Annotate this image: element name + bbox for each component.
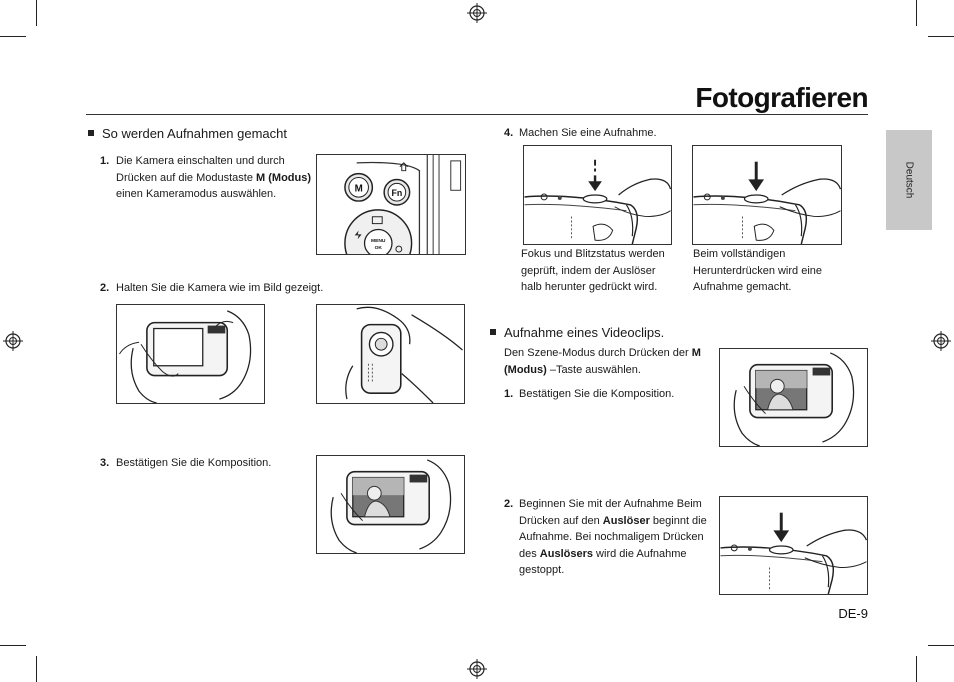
section-heading-video: Aufnahme eines Videoclips. <box>490 325 664 340</box>
video-step-1: 1. Bestätigen Sie die Komposition. <box>504 388 675 400</box>
crop-mark <box>916 656 917 682</box>
video-composition-drawing <box>733 352 855 446</box>
shutter-half-press-drawing <box>524 159 671 244</box>
video-shutter-press-drawing <box>720 512 867 594</box>
bullet-square-icon <box>88 130 94 136</box>
video-step-2: 2. Beginnen Sie mit der Aufnahme Beim Dr… <box>504 498 707 576</box>
crop-mark <box>0 36 26 37</box>
shutter-half-press-illustration <box>523 145 672 245</box>
hold-camera-vertical-illustration <box>316 304 465 404</box>
camera-buttons-illustration: M Fn MENU OK <box>316 154 466 255</box>
registration-mark-icon <box>3 331 23 351</box>
title-rule <box>86 114 868 115</box>
menu-button-label: MENU <box>371 238 386 244</box>
language-tab-label: Deutsch <box>903 161 915 199</box>
caption-half-press: Fokus und Blitzstatus werden geprüft, in… <box>521 248 665 293</box>
hold-camera-vertical-drawing <box>345 306 463 403</box>
crop-mark <box>36 0 37 26</box>
step-3: 3. Bestätigen Sie die Komposition. <box>100 457 272 469</box>
language-tab: Deutsch <box>886 130 932 230</box>
shutter-full-press-drawing <box>693 161 841 244</box>
registration-mark-icon <box>467 659 487 679</box>
composition-illustration <box>316 455 465 554</box>
ok-button-label: OK <box>375 245 383 251</box>
video-intro: Den Szene-Modus durch Drücken der M (Mod… <box>504 347 701 376</box>
mode-button-label: M <box>355 183 363 194</box>
registration-mark-icon <box>931 331 951 351</box>
page-number: DE-9 <box>838 606 868 621</box>
crop-mark <box>0 645 26 646</box>
step-2: 2. Halten Sie die Kamera wie im Bild gez… <box>100 282 324 294</box>
video-shutter-press-illustration <box>719 496 868 595</box>
step-1: 1. Die Kamera einschalten und durch Drüc… <box>100 155 312 200</box>
crop-mark <box>36 656 37 682</box>
page-title: Fotografieren <box>695 82 868 113</box>
section-heading-photos: So werden Aufnahmen gemacht <box>88 126 287 141</box>
caption-full-press: Beim vollständigen Herunterdrücken wird … <box>693 248 823 293</box>
crop-mark <box>928 36 954 37</box>
step-4: 4. Machen Sie eine Aufnahme. <box>504 127 657 139</box>
composition-drawing <box>330 459 452 553</box>
bullet-square-icon <box>490 329 496 335</box>
hold-camera-horizontal-illustration <box>116 304 265 404</box>
crop-mark <box>916 0 917 26</box>
shutter-full-press-illustration <box>692 145 842 245</box>
fn-button-label: Fn <box>391 188 402 198</box>
registration-mark-icon <box>467 3 487 23</box>
video-composition-illustration <box>719 348 868 447</box>
camera-buttons-drawing: M Fn MENU OK <box>344 155 462 254</box>
hold-camera-horizontal-drawing <box>119 310 252 403</box>
crop-mark <box>928 645 954 646</box>
